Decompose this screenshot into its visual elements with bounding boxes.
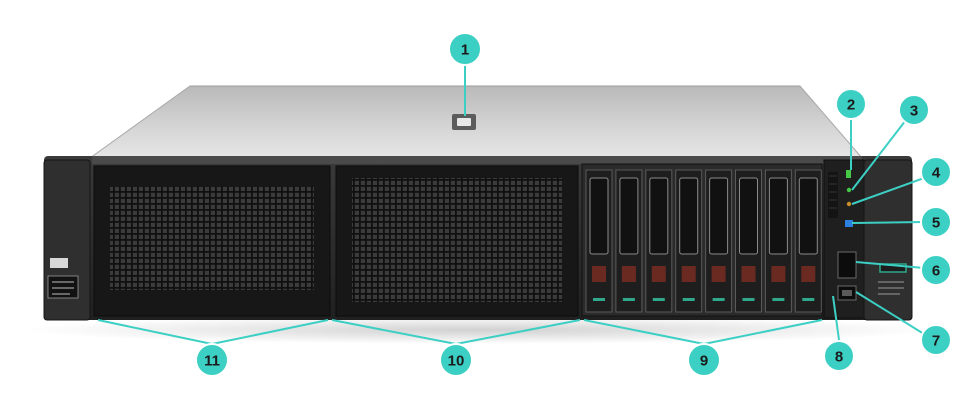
drive-bay-4[interactable] — [675, 169, 703, 313]
drive-release-tab[interactable] — [801, 266, 816, 282]
drive-release-tab[interactable] — [681, 266, 696, 282]
power-button-led — [846, 170, 851, 178]
callout-2: 2 — [835, 88, 867, 120]
callout-7-number: 7 — [932, 333, 940, 350]
drive-release-tab[interactable] — [771, 266, 786, 282]
front-lip — [92, 156, 862, 164]
drive-bays — [585, 169, 822, 313]
drive-activity-led — [593, 298, 605, 301]
callout-10-number: 10 — [448, 353, 465, 370]
drive-activity-led — [682, 298, 695, 301]
drive-activity-led — [802, 298, 815, 301]
nic-status-led — [846, 201, 852, 207]
drive-bay-3[interactable] — [645, 169, 673, 313]
callout-11: 11 — [195, 343, 229, 377]
callout-9-number: 9 — [700, 353, 708, 370]
callout-3: 3 — [898, 94, 930, 126]
callout-3-number: 3 — [910, 103, 918, 120]
left-rack-ear — [43, 159, 91, 321]
drive-activity-led — [622, 298, 635, 301]
drive-release-tab[interactable] — [741, 266, 756, 282]
leader-line-6 — [855, 261, 925, 269]
health-status-led — [846, 187, 852, 193]
drive-handle-icon[interactable] — [619, 177, 639, 255]
callout-7: 7 — [920, 324, 952, 356]
ilo-service-port-icon — [879, 263, 907, 273]
drive-bay-8[interactable] — [794, 169, 822, 313]
drive-bay-2[interactable] — [615, 169, 643, 313]
drive-activity-led — [712, 298, 725, 301]
callout-11-number: 11 — [204, 353, 220, 370]
drive-handle-icon[interactable] — [768, 177, 788, 255]
callout-1: 1 — [448, 32, 482, 66]
drive-activity-led — [772, 298, 785, 301]
callout-1-number: 1 — [461, 42, 469, 59]
drive-handle-icon[interactable] — [709, 177, 729, 255]
leader-line-5 — [851, 221, 925, 224]
display-port-icon — [837, 251, 857, 279]
hpe-logo-icon — [50, 258, 68, 268]
drive-bay-1[interactable] — [585, 169, 613, 313]
drive-handle-icon[interactable] — [589, 177, 609, 255]
leader-line-3 — [851, 119, 907, 191]
leader-line-8 — [832, 295, 840, 341]
drive-activity-led — [652, 298, 665, 301]
callout-5-number: 5 — [932, 215, 940, 232]
drive-release-tab[interactable] — [621, 266, 636, 282]
drive-handle-icon[interactable] — [649, 177, 669, 255]
drive-bay-7[interactable] — [764, 169, 792, 313]
blank-bay-panel-left — [93, 165, 331, 317]
top-cover-latch — [452, 114, 476, 130]
drive-bay-6[interactable] — [735, 169, 762, 313]
callout-5: 5 — [920, 206, 952, 238]
vent-mesh-middle — [352, 178, 562, 302]
drive-handle-icon[interactable] — [739, 177, 758, 255]
drive-release-tab[interactable] — [592, 266, 606, 282]
callout-badges: 1 2 3 4 5 6 7 8 9 10 11 — [195, 32, 952, 377]
callout-6: 6 — [920, 254, 952, 286]
drive-activity-led — [742, 298, 755, 301]
callout-9: 9 — [687, 343, 721, 377]
callout-4: 4 — [920, 156, 952, 188]
right-control-panel — [823, 159, 865, 319]
drive-handle-icon[interactable] — [679, 177, 699, 255]
callout-2-number: 2 — [847, 97, 855, 114]
blank-bay-panel-middle — [335, 165, 579, 317]
callout-6-number: 6 — [932, 263, 940, 280]
label-plate — [47, 275, 79, 299]
uid-button-led — [845, 220, 853, 227]
drive-release-tab[interactable] — [651, 266, 666, 282]
vent-mesh-left — [110, 186, 314, 290]
drive-handle-icon[interactable] — [798, 177, 818, 255]
drive-release-tab[interactable] — [711, 266, 726, 282]
callout-4-number: 4 — [932, 165, 941, 182]
right-rack-ear — [863, 159, 913, 321]
leader-line-4 — [851, 177, 925, 205]
callout-8: 8 — [823, 340, 855, 372]
drive-bay-5[interactable] — [705, 169, 733, 313]
callout-8-number: 8 — [835, 349, 843, 366]
leader-line-7 — [855, 291, 925, 335]
callout-10: 10 — [439, 343, 473, 377]
